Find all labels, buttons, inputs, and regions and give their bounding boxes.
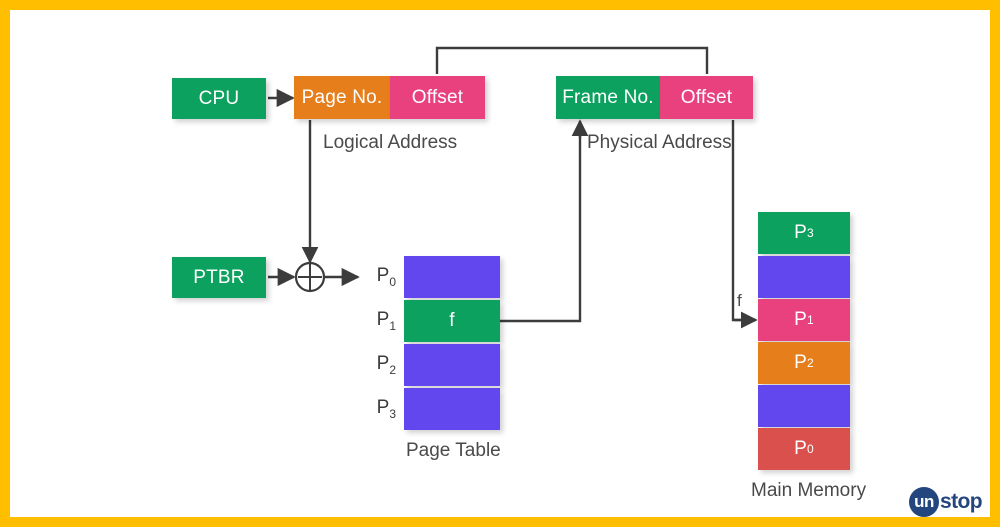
frame-pointer-label: f (737, 291, 742, 310)
page-table-label-p2: P2 (366, 353, 396, 377)
logical-address-label: Logical Address (323, 132, 458, 153)
unstop-logo[interactable]: un stop (909, 486, 990, 517)
page-table-label-p1-base: P (376, 309, 390, 330)
page-table-label-p3-sub: 3 (389, 406, 396, 421)
page-table-label-p0-sub: 0 (389, 274, 396, 289)
line-offset-to-offset (435, 46, 709, 74)
page-table-label-p0: P0 (366, 265, 396, 289)
page-table-label-p2-sub: 2 (389, 362, 396, 377)
main-memory-row-0-base: P (794, 222, 807, 243)
ptbr-box[interactable]: PTBR (172, 257, 266, 298)
unstop-logo-word: stop (940, 490, 983, 513)
page-table-label-p0-base: P (376, 265, 390, 286)
page-table-label-p2-base: P (376, 353, 390, 374)
page-table-row[interactable]: f (404, 300, 500, 342)
main-memory-row-5-sub: 0 (807, 442, 814, 456)
main-memory-row-0-sub: 3 (807, 226, 814, 240)
line-physical-to-mainmemory (731, 120, 748, 322)
physical-address-label: Physical Address (587, 132, 732, 153)
connector-layer (268, 46, 758, 329)
main-memory-caption: Main Memory (751, 480, 867, 501)
page-table-label-p3: P3 (366, 397, 396, 421)
physical-offset-field[interactable]: Offset (660, 76, 753, 119)
page-table-label-p1-sub: 1 (389, 318, 396, 333)
page-table-row[interactable] (404, 256, 500, 298)
logical-offset-field[interactable]: Offset (390, 76, 485, 119)
unstop-logo-mark: un (909, 487, 939, 517)
page-table-caption: Page Table (406, 440, 501, 461)
page-table-label-p3-base: P (376, 397, 390, 418)
main-memory-row-5-base: P (794, 438, 807, 459)
main-memory-row-3-sub: 2 (807, 356, 814, 370)
main-memory-row-3-base: P (794, 352, 807, 373)
cpu-box[interactable]: CPU (172, 78, 266, 119)
page-table-row[interactable] (404, 388, 500, 430)
page-table-label-p1: P1 (366, 309, 396, 333)
line-frame-to-physical (500, 128, 582, 323)
page-number-field[interactable]: Page No. (294, 76, 390, 119)
main-memory-row[interactable] (758, 256, 850, 298)
main-memory-row[interactable] (758, 385, 850, 427)
main-memory-row-2-sub: 1 (807, 313, 814, 327)
frame-number-field[interactable]: Frame No. (556, 76, 660, 119)
main-memory-row-2-base: P (794, 309, 807, 330)
page-table-row[interactable] (404, 344, 500, 386)
